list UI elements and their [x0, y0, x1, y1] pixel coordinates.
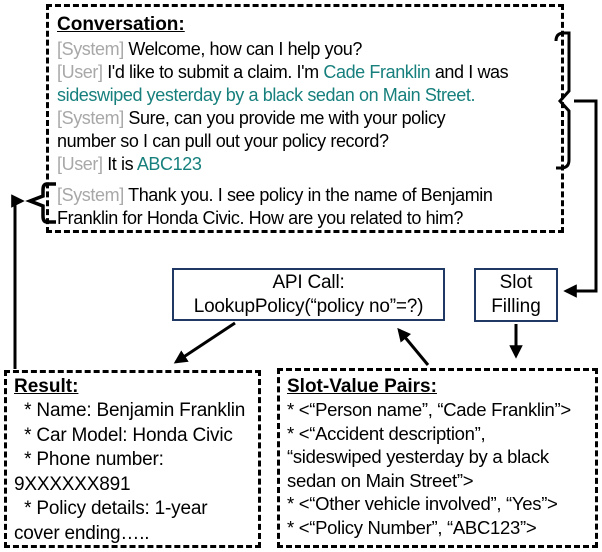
speaker-tag: [System] [57, 185, 124, 205]
conversation-line: sideswiped yesterday by a black sedan on… [57, 84, 557, 107]
result-line: * Car Model: Honda Civic [14, 424, 233, 446]
slot-value-pairs-title: Slot-Value Pairs: [287, 376, 437, 397]
utterance-text: Franklin for Honda Civic. How are you re… [57, 208, 463, 228]
api-call-code: LookupPolicy(“policy no”=?) [193, 296, 424, 317]
slot-value-highlight: Cade Franklin [323, 62, 431, 82]
result-box: Result: * Name: Benjamin Franklin * Car … [4, 370, 261, 548]
slot-filling-box: Slot Filling [474, 268, 558, 322]
conversation-line: number so I can pull out your policy rec… [57, 130, 557, 153]
conversation-box: Conversation: [System] Welcome, how can … [46, 4, 564, 233]
result-line: * Policy details: 1-year [14, 498, 208, 519]
result-line: cover ending….. [14, 522, 150, 544]
conversation-line: [System] Thank you. I see policy in the … [57, 184, 557, 207]
utterance-text: Sure, can you provide me with your polic… [123, 108, 446, 128]
conversation-title: Conversation: [57, 14, 185, 35]
utterance-text: Welcome, how can I help you? [123, 39, 363, 59]
result-line: * Name: Benjamin Franklin [14, 400, 246, 421]
speaker-tag: [User] [57, 62, 103, 82]
slot-value-line: * <“Other vehicle involved”, “Yes”> [287, 493, 558, 515]
speaker-tag: [System] [57, 108, 124, 128]
slot-value-pairs-box: Slot-Value Pairs: * <“Person name”, “Cad… [277, 368, 598, 548]
slot-value-highlight: ABC123 [136, 154, 202, 174]
slot-value-lines: * <“Person name”, “Cade Franklin”>* <“Ac… [287, 398, 593, 540]
slot-value-highlight: sideswiped yesterday by a black sedan on… [57, 85, 476, 105]
conversation-lines: [System] Welcome, how can I help you?[Us… [57, 38, 557, 230]
speaker-tag: [User] [57, 154, 103, 174]
conversation-line: [User] I'd like to submit a claim. I'm C… [57, 61, 557, 84]
slot-filling-label-line2: Filling [491, 296, 541, 317]
slot-value-line: * <“Policy Number”, “ABC123”> [287, 516, 537, 538]
utterance-text: Thank you. I see policy in the name of B… [123, 185, 493, 205]
conversation-line: [User] It is ABC123 [57, 153, 557, 176]
utterance-text: and I was [430, 62, 509, 82]
speaker-tag: [System] [57, 39, 124, 59]
utterance-text: I'd like to submit a claim. I'm [102, 62, 324, 82]
utterance-text: number so I can pull out your policy rec… [57, 131, 389, 151]
slot-value-line: “sideswiped yesterday by a black [287, 446, 549, 468]
result-line: 9XXXXXX891 [14, 473, 131, 495]
arrow-api-call-to-result [173, 321, 236, 364]
slot-filling-label-line1: Slot [499, 272, 533, 293]
result-line: * Phone number: [14, 449, 164, 470]
api-call-box: API Call: LookupPolicy(“policy no”=?) [172, 268, 445, 321]
conversation-line: Franklin for Honda Civic. How are you re… [57, 207, 557, 230]
arrow-result-to-utterance [11, 194, 25, 369]
result-lines: * Name: Benjamin Franklin * Car Model: H… [14, 399, 256, 546]
api-call-title: API Call: [272, 272, 345, 293]
conversation-line: [System] Sure, can you provide me with y… [57, 107, 557, 130]
result-title: Result: [14, 376, 79, 397]
utterance-text: It is [102, 154, 137, 174]
slot-value-line: * <“Person name”, “Cade Franklin”> [287, 399, 571, 420]
slot-value-line: sedan on Main Street”> [287, 469, 474, 491]
conversation-line: [System] Welcome, how can I help you? [57, 38, 557, 61]
slot-value-line: * <“Accident description”, [287, 422, 486, 444]
arrow-slot-values-to-api-call [397, 327, 430, 366]
arrow-conversation-to-slot-filling [563, 99, 598, 298]
